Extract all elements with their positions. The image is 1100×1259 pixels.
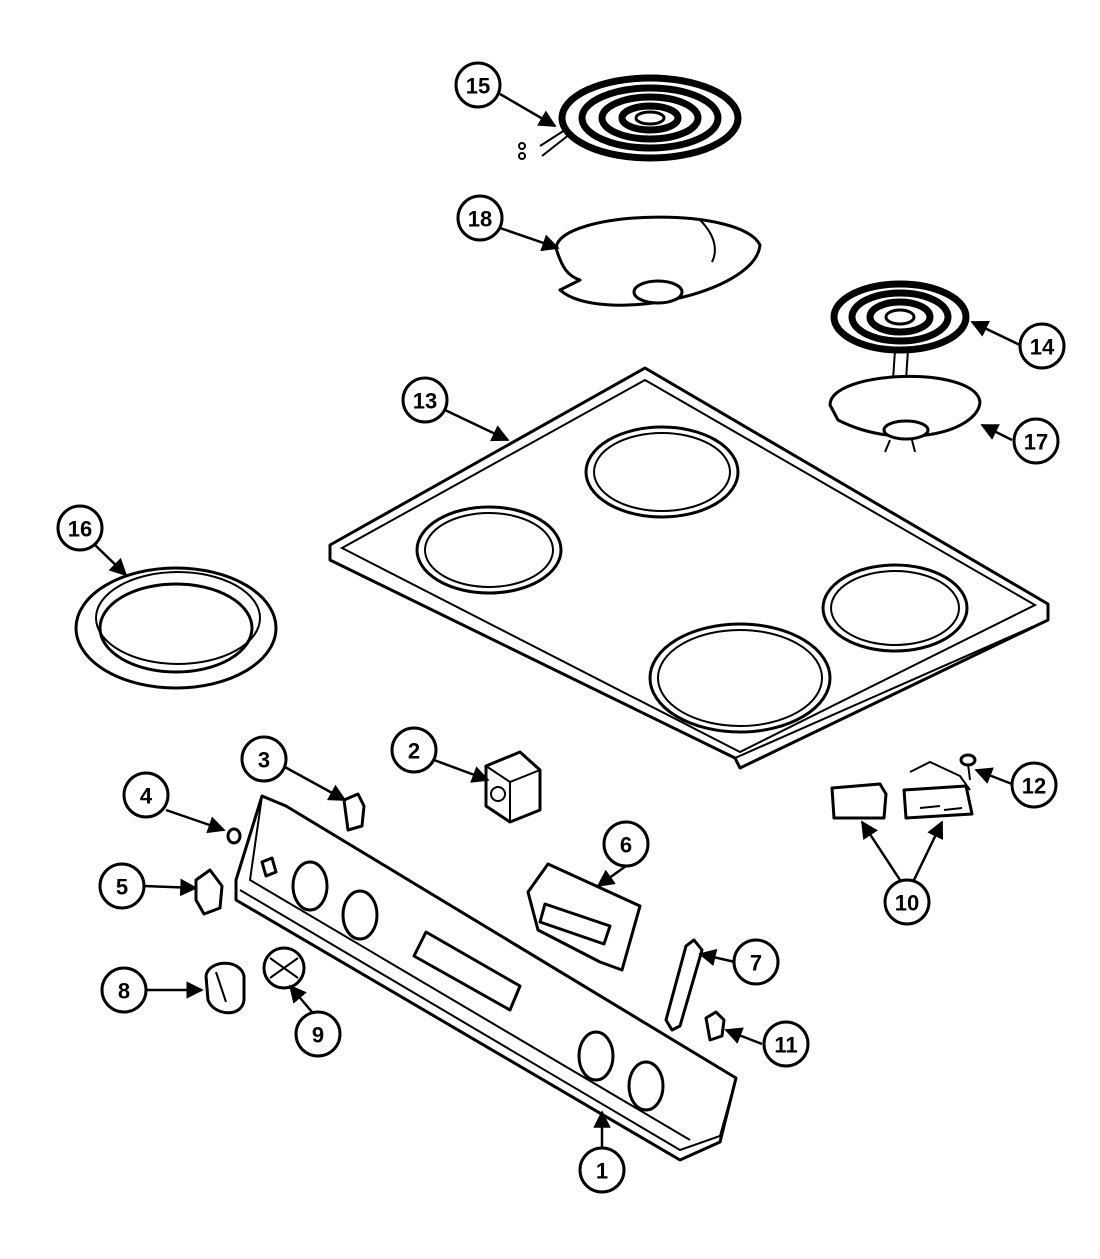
callout-5: 5 [98,862,146,910]
small-drip-bowl [828,374,982,453]
main-top [328,366,1050,770]
callout-9: 9 [294,1010,342,1058]
svg-text:14: 14 [1030,335,1055,360]
callout-18: 18 [456,194,504,242]
control-panel [234,794,738,1162]
bracket [342,792,366,832]
callout-4: 4 [122,771,170,819]
svg-text:4: 4 [140,784,153,809]
callout-10: 10 [883,878,931,926]
knob-insert [262,946,306,990]
callout-17: 17 [1012,417,1060,465]
callout-8: 8 [100,966,148,1014]
control-knob [204,961,246,1015]
callout-7: 7 [732,938,780,986]
rocker-switch [194,868,224,916]
svg-text:2: 2 [408,739,420,764]
svg-text:5: 5 [116,875,128,900]
callout-6: 6 [602,820,650,868]
svg-text:9: 9 [312,1023,324,1048]
svg-text:16: 16 [68,517,92,542]
svg-text:18: 18 [468,207,492,232]
large-drip-bowl [554,215,762,307]
trim-ring [74,566,278,690]
callout-1: 1 [578,1146,626,1194]
large-surface-element [518,74,742,162]
svg-text:3: 3 [258,748,270,773]
svg-text:10: 10 [895,891,919,916]
clock-bracket [664,938,704,1032]
leader-lines [94,92,1021,1148]
callout-11: 11 [762,1020,810,1068]
svg-text:15: 15 [466,74,490,99]
svg-text:1: 1 [596,1159,608,1184]
svg-text:6: 6 [620,833,632,858]
svg-text:11: 11 [774,1033,797,1058]
svg-text:7: 7 [750,951,762,976]
panel-clip [704,1010,726,1042]
callout-2: 2 [390,726,438,774]
callout-12: 12 [1010,761,1058,809]
callout-3: 3 [240,735,288,783]
indicator-lamp [226,827,242,845]
svg-text:13: 13 [413,389,437,414]
svg-text:12: 12 [1022,774,1046,799]
callout-14: 14 [1018,322,1066,370]
svg-text:17: 17 [1024,430,1048,455]
terminal-blocks [830,760,974,820]
callout-16: 16 [56,504,104,552]
infinite-switch [484,750,542,824]
small-surface-element [830,280,970,381]
electronic-clock [526,862,642,972]
callout-13: 13 [401,376,449,424]
screw [959,753,977,781]
svg-text:8: 8 [118,979,130,1004]
callout-15: 15 [454,61,502,109]
